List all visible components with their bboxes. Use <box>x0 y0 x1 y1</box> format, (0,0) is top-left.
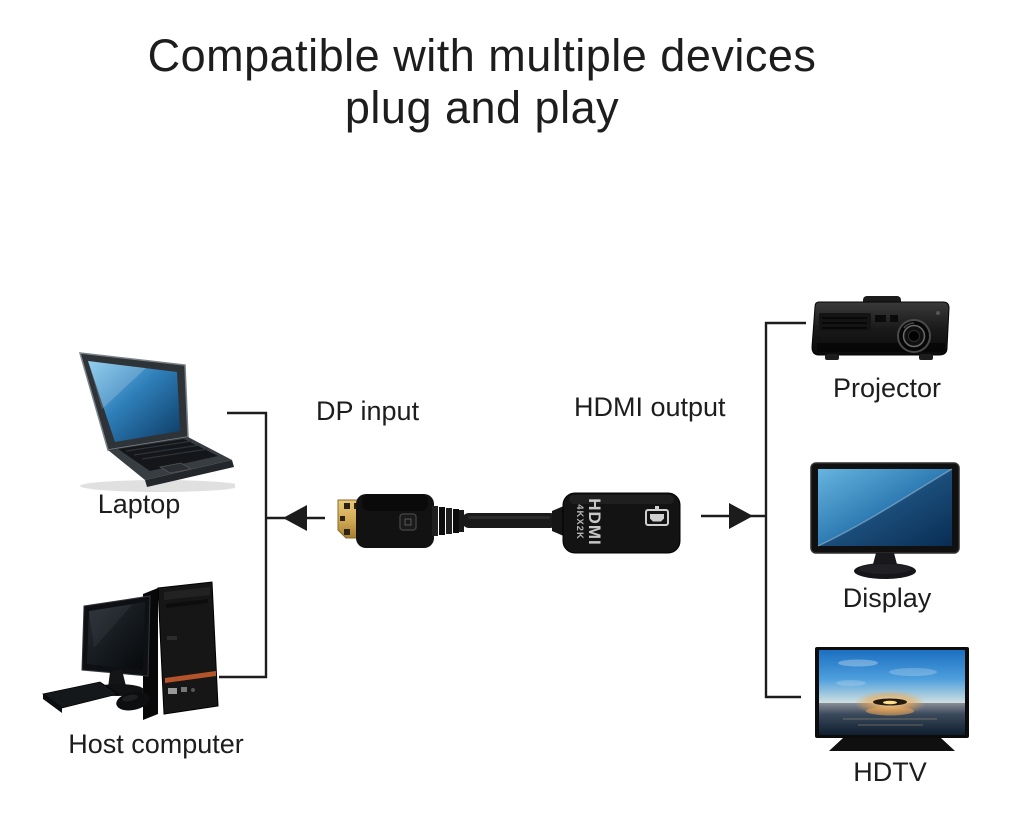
laptop-label: Laptop <box>97 489 181 519</box>
hdmi-output-label: HDMI output <box>574 392 726 422</box>
display-screen <box>818 469 952 546</box>
projector-image <box>803 291 958 373</box>
hdmi-shell <box>562 492 681 554</box>
cable-strain-relief <box>432 506 464 536</box>
right-arrowhead-icon <box>729 503 753 529</box>
hdtv-image <box>813 645 971 760</box>
projector-label: Projector <box>832 373 942 403</box>
hdmi-print-text: HDMI <box>585 498 604 545</box>
dp-input-label: DP input <box>316 396 420 426</box>
display-label: Display <box>842 583 932 613</box>
left-arrowhead-icon <box>283 505 307 531</box>
hdtv-stand <box>829 738 955 751</box>
laptop-screen <box>88 361 180 442</box>
laptop-image <box>60 345 235 493</box>
monitor-screen <box>87 602 145 670</box>
hdtv-label: HDTV <box>853 757 927 787</box>
adapter-cable <box>462 513 557 528</box>
hdmi-4k-print-text: 4KX2K <box>574 504 585 540</box>
title-line-2: plug and play <box>344 82 620 134</box>
host-computer-image <box>38 578 268 736</box>
page-title: Compatible with multiple devices plug an… <box>0 30 964 134</box>
adapter-image: HDMI 4KX2K <box>326 486 686 562</box>
display-image <box>810 462 962 582</box>
title-line-1: Compatible with multiple devices <box>147 30 817 81</box>
tower-accent-stripe <box>165 671 216 683</box>
hdmi-port-icon <box>645 506 669 526</box>
hdtv-screen <box>819 650 965 735</box>
host-computer-label: Host computer <box>68 729 244 759</box>
